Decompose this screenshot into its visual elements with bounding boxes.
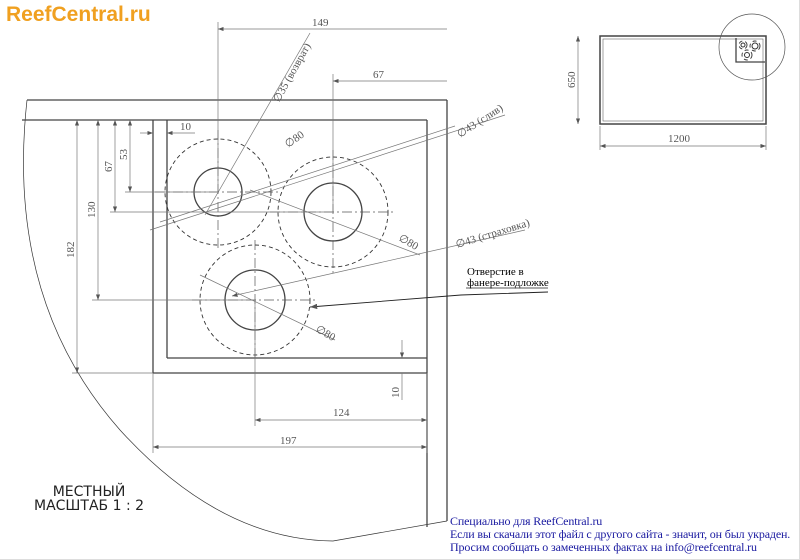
extension-lines bbox=[72, 22, 428, 453]
notice-line: Просим сообщать о замеченных фактах на i… bbox=[450, 540, 757, 554]
dim-197: 197 bbox=[280, 435, 297, 447]
dimension-lines bbox=[74, 26, 447, 450]
dim-67-left: 67 bbox=[103, 161, 115, 173]
site-logo: ReefCentral.ru bbox=[6, 3, 151, 26]
copyright-notice: Специально для ReefCentral.ru Если вы ск… bbox=[450, 515, 790, 554]
scale-label: МЕСТНЫЙ МАСШТАБ 1 : 2 bbox=[34, 485, 144, 513]
dim-67-top: 67 bbox=[373, 69, 385, 81]
dim-149: 149 bbox=[312, 17, 329, 29]
leader-lines bbox=[149, 32, 526, 341]
dim-130: 130 bbox=[86, 201, 98, 218]
plywood-label-line1: Отверстие в bbox=[467, 266, 524, 278]
plywood-label-line2: фанере-подложке bbox=[467, 277, 549, 289]
callout-d80-b: ∅80 bbox=[397, 232, 421, 253]
dim-53: 53 bbox=[118, 149, 130, 161]
scale-line1: МЕСТНЫЙ bbox=[52, 484, 126, 500]
callout-d80-a: ∅80 bbox=[283, 129, 307, 151]
dim-1200: 1200 bbox=[668, 133, 691, 145]
plywood-leader bbox=[309, 291, 549, 310]
stand-walls bbox=[22, 99, 448, 527]
dim-124: 124 bbox=[333, 407, 350, 419]
dim-182: 182 bbox=[65, 242, 77, 259]
dim-650: 650 bbox=[566, 71, 578, 88]
notice-line: Если вы скачали этот файл с другого сайт… bbox=[450, 527, 791, 541]
hole-return bbox=[155, 130, 280, 250]
scale-line2: МАСШТАБ 1 : 2 bbox=[34, 498, 145, 514]
detail-callout-circle bbox=[718, 13, 786, 81]
notice-line: Специально для ReefCentral.ru bbox=[450, 514, 603, 528]
detail-boundary-arc bbox=[23, 99, 448, 542]
dim-10-top: 10 bbox=[180, 121, 192, 133]
overview-plan: 650 1200 bbox=[566, 13, 786, 150]
callout-drain: ∅43 (слив) bbox=[455, 102, 506, 141]
callout-safety: ∅43 (страховка) bbox=[454, 217, 531, 251]
callout-return: ∅35 (возврат) bbox=[271, 41, 314, 105]
dim-10-right: 10 bbox=[390, 387, 402, 399]
callout-d80-c: ∅80 bbox=[314, 323, 338, 344]
